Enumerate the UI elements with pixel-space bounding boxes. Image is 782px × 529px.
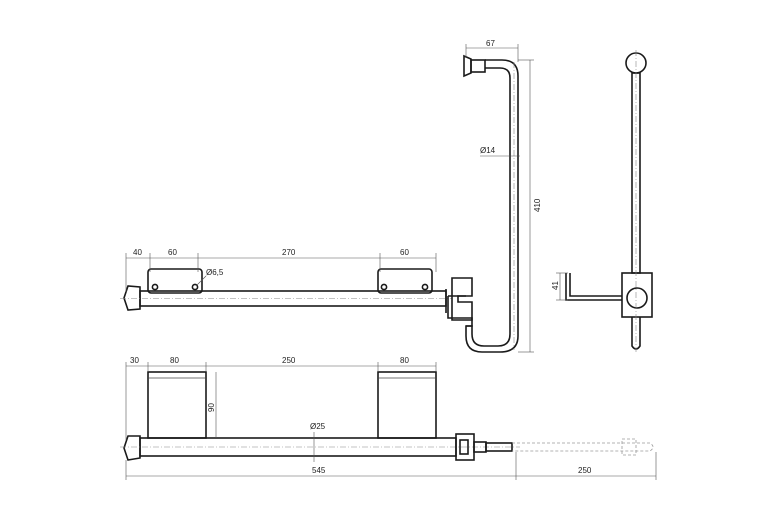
dim-250-extension: 250 bbox=[578, 466, 592, 475]
end-bracket bbox=[565, 273, 622, 301]
dim-410: 410 bbox=[533, 198, 542, 212]
dim-80-right: 80 bbox=[400, 356, 409, 365]
top-left-hole-2 bbox=[191, 283, 199, 291]
dim-40: 40 bbox=[133, 248, 142, 257]
dim-270: 270 bbox=[282, 248, 296, 257]
dim-80-left: 80 bbox=[170, 356, 179, 365]
front-hidden-fitting bbox=[621, 438, 637, 456]
dim-60-left: 60 bbox=[168, 248, 177, 257]
dim-60-right: 60 bbox=[400, 248, 409, 257]
dim-67: 67 bbox=[486, 39, 495, 48]
side-view: 67 Ø14 410 bbox=[447, 39, 542, 353]
end-view: 41 bbox=[551, 50, 653, 352]
dim-90: 90 bbox=[207, 403, 216, 412]
dim-hole-dia: Ø6,5 bbox=[206, 268, 224, 277]
hole-leader bbox=[195, 275, 207, 287]
front-end-shaft bbox=[485, 442, 513, 452]
front-hidden-extension bbox=[512, 442, 654, 452]
side-bottom-holder bbox=[447, 295, 473, 327]
top-right-hole-2 bbox=[421, 283, 429, 291]
dim-30: 30 bbox=[130, 356, 139, 365]
front-left-block bbox=[147, 371, 207, 439]
top-end-cap bbox=[123, 285, 141, 311]
top-left-mounting-plate bbox=[147, 268, 203, 294]
top-right-hole-1 bbox=[380, 283, 388, 291]
top-left-hole-1 bbox=[151, 283, 159, 291]
dim-545: 545 bbox=[312, 466, 326, 475]
end-clamp-disc bbox=[626, 287, 648, 309]
front-view: 30 80 250 80 90 Ø25 545 250 bbox=[120, 356, 657, 480]
dim-side-tube-dia: Ø14 bbox=[480, 146, 496, 155]
side-rosette bbox=[463, 54, 472, 78]
dim-41: 41 bbox=[551, 281, 560, 290]
side-rosette-collar bbox=[470, 59, 486, 73]
dim-front-tube-dia: Ø25 bbox=[310, 422, 326, 431]
side-tube bbox=[465, 59, 519, 353]
front-right-block bbox=[377, 371, 437, 439]
end-clamp-block bbox=[621, 272, 653, 318]
top-end-bracket bbox=[445, 277, 473, 321]
front-end-fitting-inner bbox=[459, 439, 469, 455]
dim-250-top: 250 bbox=[282, 356, 296, 365]
top-view: 40 60 270 60 Ø6,5 bbox=[120, 248, 473, 321]
front-end-cap bbox=[123, 435, 141, 461]
top-right-mounting-plate bbox=[377, 268, 433, 294]
